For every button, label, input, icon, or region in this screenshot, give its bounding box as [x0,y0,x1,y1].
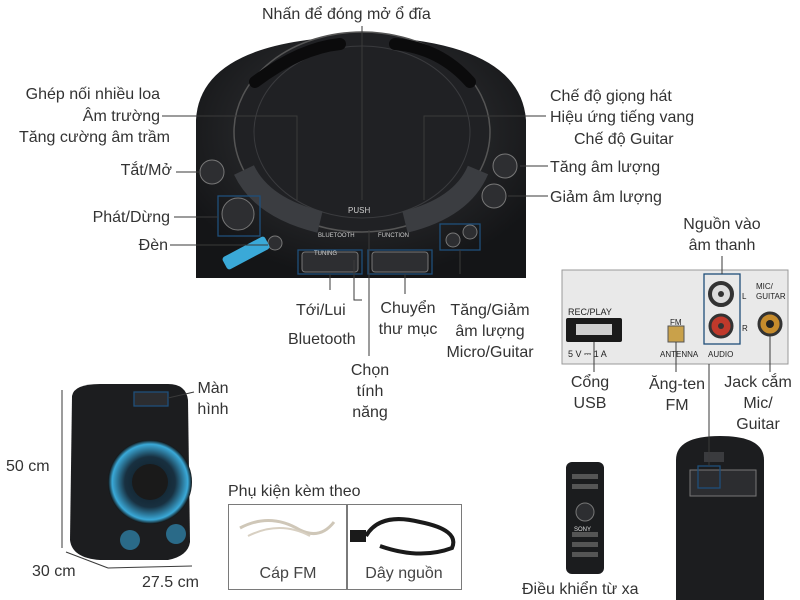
label-disc-open: Nhấn để đóng mở ổ đĩa [262,6,431,23]
fm-text: FM [670,318,682,327]
dimension-height: 50 cm [6,458,50,475]
rec-play-text: REC/PLAY [568,307,612,317]
accessory-power-cord-label: Dây nguồn [365,565,443,582]
label-bass-boost: Tăng cường âm trầm [18,129,170,146]
power-button [199,159,225,185]
remote-brand: SONY [574,527,592,533]
mic-vol-down-button [445,232,461,248]
remote-control [566,462,604,574]
volume-up-button [492,153,518,179]
mic-vol-up-button [462,224,478,240]
label-multi-speaker: Ghép nối nhiều loa [25,86,160,103]
dimension-lines [61,390,193,569]
label-function-select: Chọn tính năng [350,362,390,421]
label-vol-down: Giảm âm lượng [550,189,662,206]
accessory-power-cord: Dây nguồn [346,504,462,590]
label-sound-field: Âm trường [82,108,160,125]
label-fm-antenna: Ăng-ten FM [648,376,706,414]
label-display: Màn hình [197,380,229,418]
label-mic-jack: Jack cắm Mic/ Guitar [724,374,792,433]
label-power: Tắt/Mở [120,162,172,179]
speaker-front [70,384,192,560]
label-next-prev: Tới/Lui [296,302,346,319]
power-cord-drawing [350,517,456,556]
play-pause-target [217,195,261,237]
dimension-width: 30 cm [32,563,76,580]
function-text: FUNCTION [378,233,409,239]
label-play-pause: Phát/Dừng [92,209,170,226]
l-text: L [742,292,747,301]
mic-guitar-text: MIC/ GUITAR [756,282,786,301]
label-light: Đèn [138,237,168,254]
push-text: PUSH [348,206,371,215]
accessories-title: Phụ kiện kèm theo [228,483,361,500]
rear-panel [561,269,789,365]
label-guitar-mode: Chế độ Guitar [574,131,674,148]
folder-key [371,251,429,273]
label-folder: Chuyển thư mục [378,300,438,338]
usb-spec-text: 5 V ⎓ 1 A [568,349,607,359]
tuning-key [301,251,359,273]
light-button [267,235,283,251]
play-pause-button [221,197,255,231]
accessory-fm-cable-label: Cáp FM [259,565,317,582]
bluetooth-text: BLUETOOTH [318,233,355,239]
accessory-fm-cable: Cáp FM [228,504,348,590]
label-remote: Điều khiển từ xa [522,581,639,598]
volume-down-button [481,183,507,209]
audio-text: AUDIO [708,350,734,359]
folder-target [367,249,433,275]
label-usb-port: Cổng USB [570,374,610,412]
label-vocal-mode: Chế độ giọng hát [550,88,672,105]
speaker-back [676,436,764,600]
r-text: R [742,324,748,333]
display-window [133,391,169,407]
label-mic-volume: Tăng/Giảm âm lượng Micro/Guitar [446,302,534,361]
label-bluetooth: Bluetooth [288,331,356,348]
label-vol-up: Tăng âm lượng [550,159,661,176]
antenna-text: ANTENNA [660,350,699,359]
top-panel [196,31,526,278]
left-button-arc [234,164,323,233]
dimension-depth: 27.5 cm [142,574,199,591]
fm-cable-drawing [239,518,336,537]
tuning-text: TUNING [314,251,337,257]
label-echo: Hiệu ứng tiếng vang [550,109,695,126]
leader-lines-top [162,26,548,356]
right-button-arc [402,165,489,233]
label-audio-in: Nguồn vào âm thanh [683,216,761,254]
